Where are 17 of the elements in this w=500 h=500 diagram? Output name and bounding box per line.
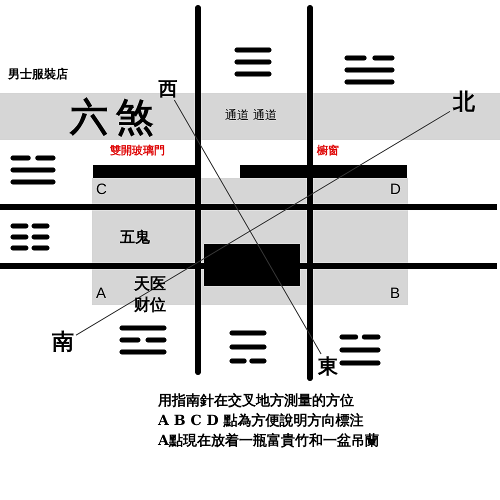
door-label: 雙開玻璃門 — [110, 145, 165, 156]
corner-letter: C — [96, 182, 107, 197]
note-text: 用指南針在交叉地方測量的方位 — [158, 394, 354, 408]
direction-text: 西 — [157, 78, 179, 100]
note-text: A點現在放着一瓶富貴竹和一盆吊蘭 — [158, 434, 379, 448]
direction-text: 北 — [450, 90, 478, 116]
corner-letter: A — [96, 286, 106, 301]
direction-text: 南 — [50, 330, 76, 356]
window-label: 櫥窗 — [317, 145, 339, 156]
corner-letter: D — [390, 182, 401, 197]
position-label: 五鬼 — [120, 230, 150, 245]
direction-text: 東 — [316, 354, 340, 378]
title-text: 六煞 — [70, 98, 162, 136]
note-text: A B C D 點為方便說明方向標注 — [158, 414, 364, 428]
shop-name: 男士服裝店 — [8, 68, 68, 80]
corridor-label: 通道 通道 — [225, 109, 277, 121]
corner-letter: B — [390, 286, 400, 301]
